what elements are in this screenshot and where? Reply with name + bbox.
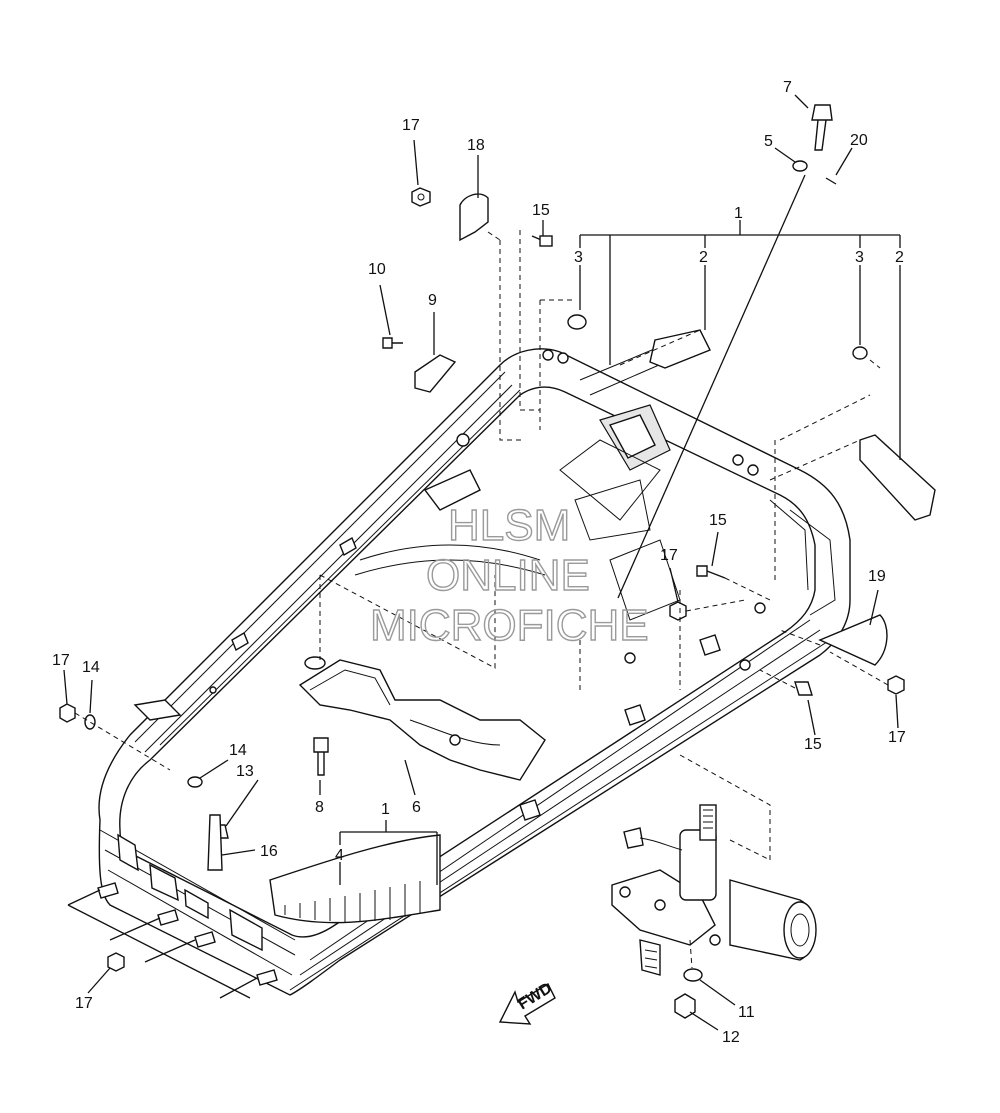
callout-15-mid: 15 bbox=[709, 512, 727, 529]
callout-17-mid: 17 bbox=[660, 547, 678, 564]
callout-16: 16 bbox=[260, 843, 278, 860]
bumper-2-right bbox=[859, 434, 936, 521]
callout-17-left: 17 bbox=[52, 652, 70, 669]
callout-12: 12 bbox=[722, 1029, 740, 1046]
bumper-2-left bbox=[649, 329, 711, 369]
callout-4: 4 bbox=[335, 847, 344, 864]
callout-13: 13 bbox=[236, 763, 254, 780]
bolt-7 bbox=[811, 104, 833, 151]
callout-14-left: 14 bbox=[82, 659, 100, 676]
hardware-parts bbox=[59, 104, 936, 1019]
watermark-line-2: ONLINE bbox=[426, 551, 590, 600]
callout-8: 8 bbox=[315, 799, 324, 816]
washer-14-mid bbox=[187, 776, 203, 788]
callout-11: 11 bbox=[738, 1004, 755, 1021]
callout-6: 6 bbox=[412, 799, 421, 816]
washer-11 bbox=[683, 968, 703, 982]
callout-17-top: 17 bbox=[402, 117, 420, 134]
bolt-15-mid bbox=[696, 565, 726, 579]
callout-7: 7 bbox=[783, 79, 792, 96]
nut-17-mid bbox=[669, 601, 687, 621]
callout-20: 20 bbox=[850, 132, 868, 149]
callout-19: 19 bbox=[868, 568, 886, 585]
stud-4 bbox=[256, 969, 278, 986]
cap-3-left bbox=[567, 314, 587, 330]
nut-17-bottom bbox=[107, 952, 125, 972]
bolt-10 bbox=[382, 337, 403, 349]
bolt-15-top bbox=[531, 235, 553, 247]
callout-labels: 1 2 2 3 3 5 7 20 17 18 15 10 9 15 17 19 … bbox=[52, 79, 906, 1046]
nut-17-right bbox=[887, 675, 905, 695]
callout-14-mid: 14 bbox=[229, 742, 247, 759]
watermark-line-3: MICROFICHE bbox=[370, 601, 649, 650]
callout-3-left: 3 bbox=[574, 249, 583, 266]
nut-17-top bbox=[411, 187, 431, 207]
fwd-arrow-icon bbox=[498, 983, 556, 1025]
washer-14-left bbox=[84, 714, 96, 730]
callout-2-left: 2 bbox=[699, 249, 708, 266]
callout-9: 9 bbox=[428, 292, 437, 309]
stud-2 bbox=[157, 909, 179, 926]
nut-17-left bbox=[59, 703, 76, 723]
callout-10: 10 bbox=[368, 261, 386, 278]
callout-3-right: 3 bbox=[855, 249, 864, 266]
stud-1 bbox=[97, 882, 119, 899]
callout-1-top: 1 bbox=[734, 205, 743, 222]
clip-18 bbox=[459, 193, 489, 242]
watermark-line-1: HLSM bbox=[448, 501, 570, 550]
washer-5 bbox=[792, 160, 808, 172]
stud-3 bbox=[194, 931, 216, 948]
nut-12 bbox=[674, 993, 696, 1019]
cap-3-right bbox=[852, 346, 868, 360]
bolt-15-right bbox=[794, 681, 813, 696]
callout-1-bottom: 1 bbox=[381, 801, 390, 818]
callout-18: 18 bbox=[467, 137, 485, 154]
steering-motor-unit bbox=[611, 804, 817, 976]
callout-17-bottom: 17 bbox=[75, 995, 93, 1012]
pin-20 bbox=[825, 177, 837, 185]
clamp-19 bbox=[818, 614, 888, 666]
bolt-8 bbox=[313, 737, 329, 776]
callout-2-right: 2 bbox=[895, 249, 904, 266]
frame-assembly bbox=[98, 329, 851, 996]
fwd-arrow: FWD bbox=[498, 980, 556, 1025]
watermark: HLSM ONLINE MICROFICHE bbox=[369, 500, 649, 650]
plate-9 bbox=[414, 354, 457, 393]
callout-15-right: 15 bbox=[804, 736, 822, 753]
callout-5: 5 bbox=[764, 133, 773, 150]
leader-lines bbox=[63, 94, 901, 1031]
callout-15-top: 15 bbox=[532, 202, 550, 219]
clip-16 bbox=[207, 814, 223, 871]
callout-17-right: 17 bbox=[888, 729, 906, 746]
